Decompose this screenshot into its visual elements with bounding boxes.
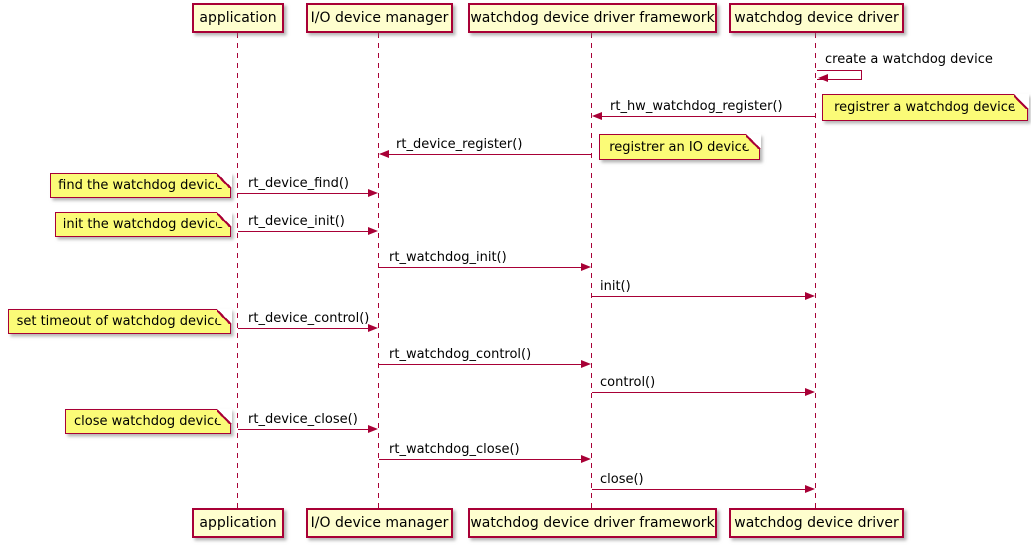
message-line [379,364,582,365]
participant-watchdog-driver-bottom: watchdog device driver [729,508,904,538]
message-label: control() [600,375,656,390]
note-registrer-an-io-device: registrer an IO device [599,133,761,160]
message-label: init() [600,279,631,294]
lifeline-io-device-manager [378,33,379,508]
participant-io-device-manager-top: I/O device manager [306,3,453,33]
note-close-watchdog-device: close watchdog device [65,408,232,434]
message-label: rt_device_init() [248,214,345,229]
note-find-the-watchdog-device: find the watchdog device [50,172,232,198]
message-label: rt_device_control() [248,311,370,326]
message-line [238,193,369,194]
participant-label: watchdog device driver framework [470,515,715,531]
note-label: close watchdog device [74,414,222,429]
arrowhead-icon [581,360,591,368]
participant-label: watchdog device driver [734,10,899,26]
message-label: rt_device_register() [396,137,523,152]
arrowhead-icon [592,112,602,120]
message-label: rt_device_close() [248,412,358,427]
message-label: close() [600,472,644,487]
message-label: rt_watchdog_init() [389,250,507,265]
lifeline-watchdog-driver [815,33,816,508]
participant-watchdog-framework-bottom: watchdog device driver framework [468,508,717,538]
arrowhead-icon [581,455,591,463]
participant-io-device-manager-bottom: I/O device manager [306,508,453,538]
note-label: find the watchdog device [58,178,223,193]
self-message-loop [817,70,862,80]
arrowhead-icon [818,73,828,82]
message-label: rt_device_find() [248,176,349,191]
note-label: registrer an IO device [609,139,750,155]
message-label: rt_watchdog_control() [389,347,532,362]
arrowhead-icon [805,292,815,300]
message-line [592,392,806,393]
participant-label: I/O device manager [310,515,449,531]
arrowhead-icon [368,425,378,433]
message-label: rt_watchdog_close() [389,442,520,457]
participant-application-bottom: application [192,508,284,538]
participant-watchdog-framework-top: watchdog device driver framework [468,3,717,33]
participant-label: I/O device manager [310,10,449,26]
participant-label: application [199,10,277,26]
participant-label: application [199,515,277,531]
arrowhead-icon [581,263,591,271]
message-line [238,328,369,329]
lifeline-application [237,33,238,508]
note-set-timeout-of-watchdog-device: set timeout of watchdog device [8,308,232,334]
message-label: create a watchdog device [825,52,993,67]
note-label: registrer a watchdog device [834,100,1016,115]
participant-label: watchdog device driver [734,515,899,531]
participant-label: watchdog device driver framework [470,10,715,26]
message-line [238,231,369,232]
arrowhead-icon [805,388,815,396]
message-line [592,296,806,297]
note-label: init the watchdog device [62,217,224,232]
participant-application-top: application [192,3,284,33]
note-registrer-a-watchdog-device: registrer a watchdog device [822,93,1029,121]
note-init-the-watchdog-device: init the watchdog device [55,211,232,237]
arrowhead-icon [368,324,378,332]
message-line [592,489,806,490]
arrowhead-icon [368,227,378,235]
message-label: rt_hw_watchdog_register() [610,99,783,114]
note-label: set timeout of watchdog device [16,314,223,329]
lifeline-watchdog-framework [591,33,592,508]
arrowhead-icon [368,189,378,197]
arrowhead-icon [805,485,815,493]
message-line [238,429,369,430]
message-line [379,267,582,268]
message-line [387,154,592,155]
participant-watchdog-driver-top: watchdog device driver [729,3,904,33]
message-line [600,116,816,117]
arrowhead-icon [379,150,389,158]
message-line [379,459,582,460]
